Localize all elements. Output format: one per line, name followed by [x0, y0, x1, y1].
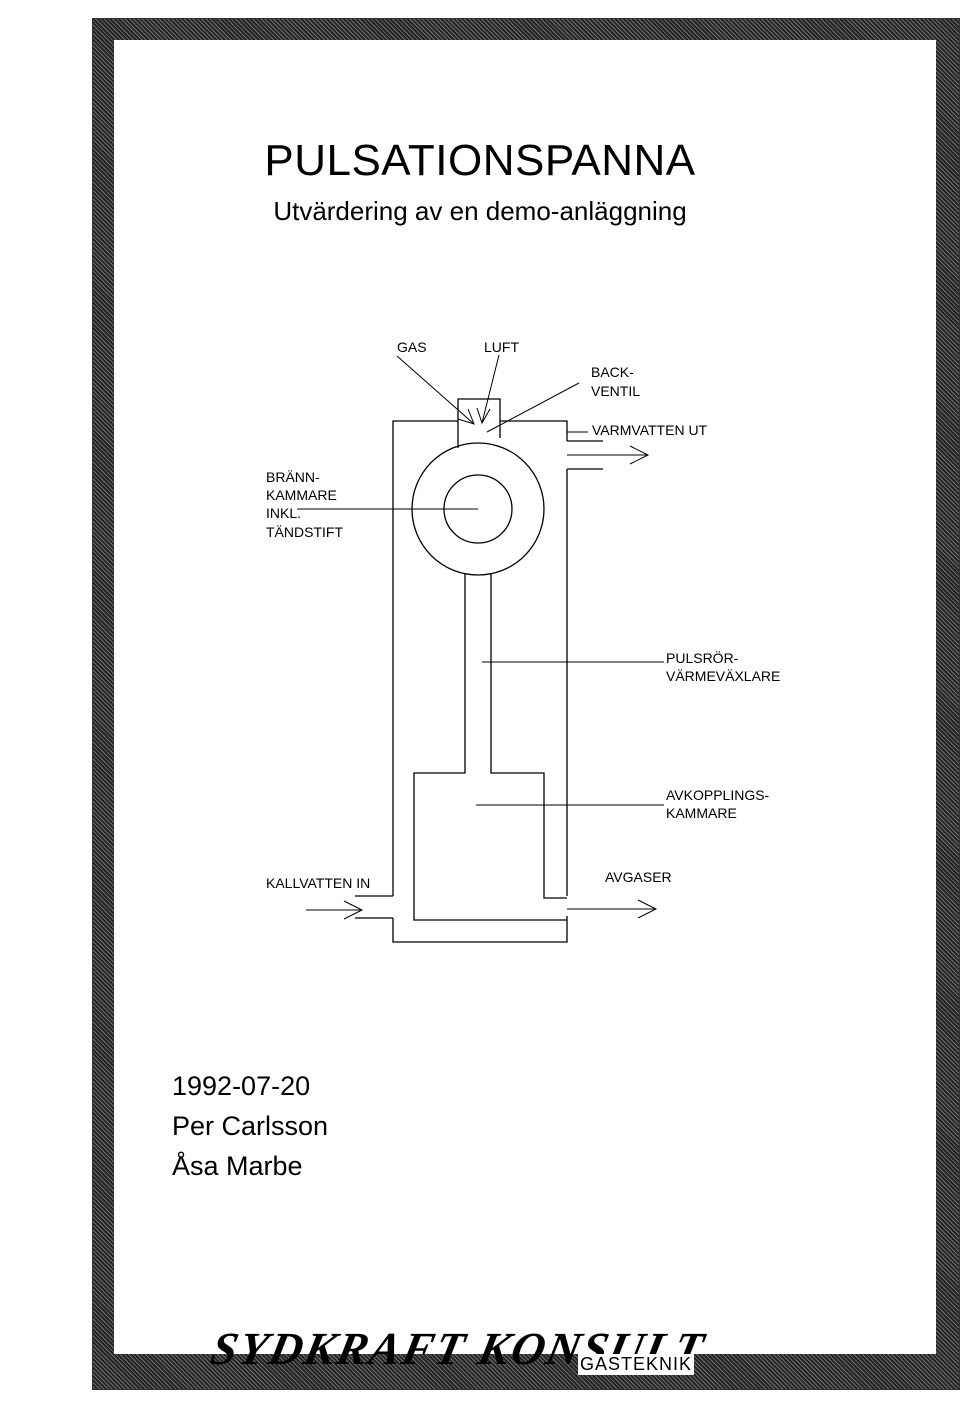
housing-top-right — [500, 420, 568, 441]
author-name: Per Carlsson — [172, 1111, 329, 1141]
diagram-arrows — [297, 354, 664, 920]
label-kallvatten-in: KALLVATTEN IN — [266, 875, 370, 891]
housing-bottom — [392, 916, 568, 943]
pulse-tube-left — [413, 574, 567, 921]
hot-water-arrow-head — [629, 445, 650, 465]
gas-arrow-head — [457, 408, 475, 425]
document-date: 1992-07-20 — [172, 1071, 311, 1101]
label-avkopplings: AVKOPPLINGS- — [666, 787, 770, 803]
company-logo-division: GASTEKNIK — [578, 1354, 695, 1375]
document-meta: 1992-07-20 Per Carlsson Åsa Marbe — [172, 1066, 328, 1186]
label-tandstift: TÄNDSTIFT — [266, 524, 343, 540]
label-avkammare: KAMMARE — [666, 805, 737, 821]
document-subtitle: Utvärdering av en demo-anläggning — [273, 196, 687, 226]
label-luft: LUFT — [484, 339, 519, 355]
housing-left-wall — [392, 420, 458, 896]
cold-water-arrow-head — [343, 900, 364, 920]
inlet-chimney — [457, 398, 501, 448]
label-varmevaxlare: VÄRMEVÄXLARE — [666, 668, 780, 684]
luft-arrow-head — [476, 407, 491, 425]
diagram-labels: GAS LUFT BACK- VENTIL VARMVATTEN UT BRÄN… — [266, 339, 780, 891]
label-pulsror: PULSRÖR- — [666, 649, 739, 666]
gas-arrow-line — [396, 355, 475, 425]
label-gas: GAS — [397, 339, 427, 355]
boiler-outline — [355, 398, 603, 943]
label-kammare: KAMMARE — [266, 487, 337, 503]
page-content-area — [114, 40, 936, 1354]
backventil-leader — [486, 382, 580, 433]
pulse-tube-right — [490, 574, 567, 899]
company-logo: SYDKRAFT KONSULT GASTEKNIK — [207, 1323, 802, 1376]
label-varmvatten-ut: VARMVATTEN UT — [592, 422, 708, 438]
label-back: BACK- — [591, 364, 634, 380]
label-brann: BRÄNN- — [266, 469, 320, 485]
label-ventil: VENTIL — [591, 383, 640, 399]
label-avgaser: AVGASER — [605, 869, 672, 885]
exhaust-arrow-head — [637, 899, 658, 919]
label-inkl: INKL. — [266, 505, 301, 521]
luft-arrow-line — [481, 354, 500, 424]
author-name: Åsa Marbe — [172, 1151, 303, 1181]
document-title: PULSATIONSPANNA — [264, 136, 696, 185]
